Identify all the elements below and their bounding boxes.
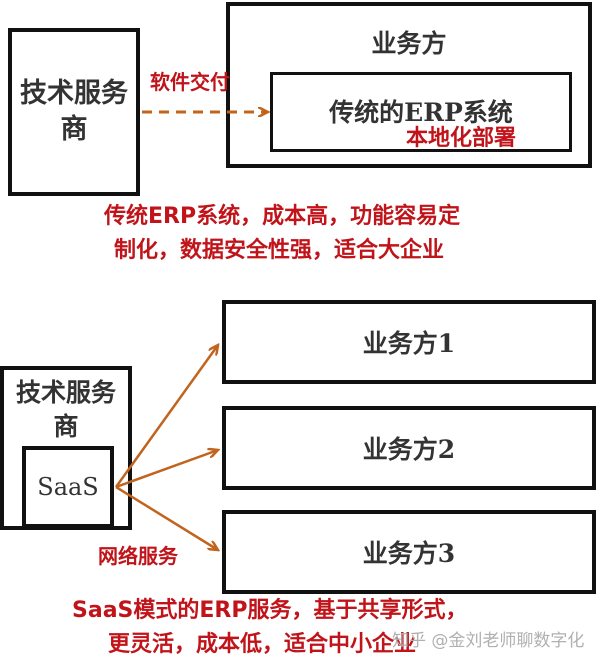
business-item-3-label: 业务方3 xyxy=(362,539,456,568)
business-item-3: 业务方3 xyxy=(222,510,596,594)
top-provider-label: 技术服务 商 xyxy=(20,78,128,145)
arrow-to-business-2 xyxy=(115,450,218,489)
erp-label: 传统的ERP系统 xyxy=(329,98,513,127)
network-service-label: 网络服务 xyxy=(98,544,178,568)
business-item-1-label: 业务方1 xyxy=(362,329,456,358)
business-item-2: 业务方2 xyxy=(222,406,596,490)
top-provider-box: 技术服务 商 xyxy=(8,28,140,196)
arrow-to-business-3 xyxy=(115,485,218,550)
top-caption-line1: 传统ERP系统，成本高，功能容易定 xyxy=(104,204,461,229)
saas-box: SaaS xyxy=(22,446,114,528)
business-item-1: 业务方1 xyxy=(222,300,596,384)
bottom-caption-line2: 更灵活，成本低，适合中小企业 xyxy=(108,632,417,657)
watermark: 知乎 @金刘老师聊数字化 xyxy=(392,631,585,651)
local-deploy-label: 本地化部署 xyxy=(406,126,517,151)
bottom-caption-line1: SaaS模式的ERP服务，基于共享形式， xyxy=(72,598,468,623)
arrow-to-business-1 xyxy=(114,345,218,488)
erp-box: 传统的ERP系统 xyxy=(270,72,572,152)
business-item-2-label: 业务方2 xyxy=(362,435,456,464)
top-caption-line2: 制化，数据安全性强，适合大企业 xyxy=(114,238,445,263)
top-business-label: 业务方 xyxy=(371,29,447,58)
bottom-provider-label: 技术服务 商 xyxy=(15,378,116,441)
software-delivery-label: 软件交付 xyxy=(150,70,230,94)
saas-label: SaaS xyxy=(37,473,99,501)
